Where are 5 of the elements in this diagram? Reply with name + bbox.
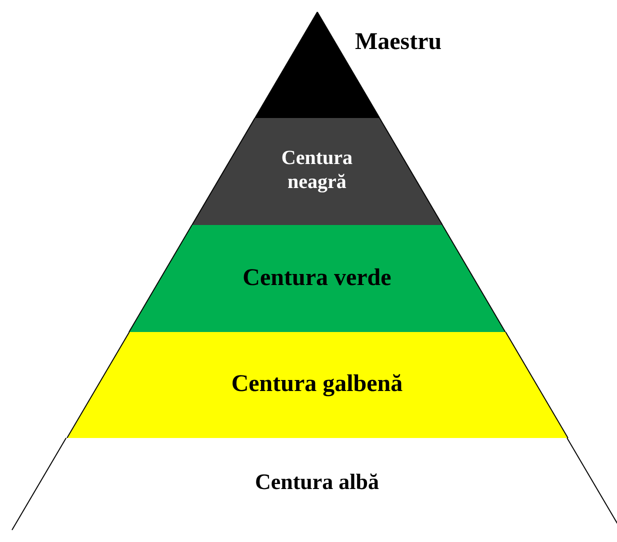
apex-label: Maestru: [354, 28, 442, 57]
tier-label: Centura verde: [242, 264, 392, 292]
tier-label: Centura albă: [254, 469, 380, 496]
tier-label: Centura galbenă: [230, 370, 404, 399]
tier-label: Centura neagră: [280, 146, 354, 194]
